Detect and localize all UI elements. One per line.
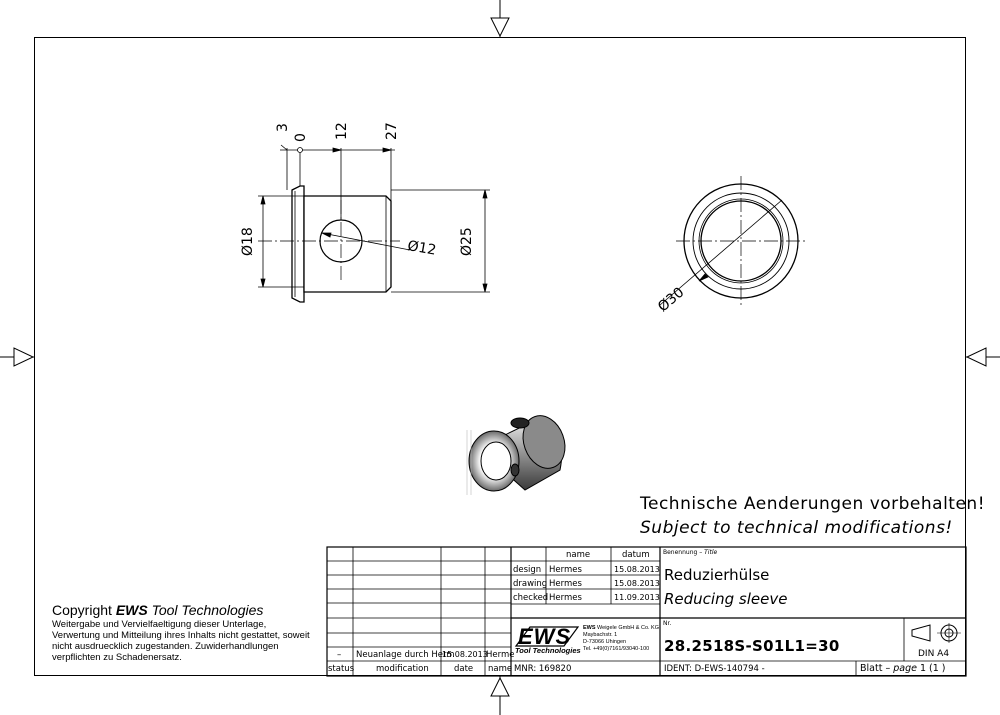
col-name: name [488, 664, 513, 674]
side-view [291, 185, 392, 303]
copyright-text: Weitergabe und Vervielfaeltigung dieser … [52, 619, 310, 663]
title-block-grid [326, 546, 967, 677]
title-german: Reduzierhülse [664, 566, 770, 584]
col-modification: modification [376, 664, 429, 674]
drawing-number: 28.2518S-S01L1=30 [664, 637, 840, 655]
revision-date: 15.08.2013 [442, 650, 488, 659]
front-view-centerlines [676, 176, 806, 306]
side-view-dimensions [258, 144, 490, 293]
title-english: Reducing sleeve [664, 590, 788, 608]
ident: IDENT: D-EWS-140794 - [664, 664, 765, 674]
approval-role: checked [513, 593, 549, 603]
paper-format: DIN A4 [918, 649, 950, 659]
ews-logo: EWS [518, 624, 572, 649]
approval-name: Hermes [549, 565, 582, 575]
approvals-col-name: name [566, 550, 591, 560]
front-view-dimension [659, 199, 783, 306]
revision-modification: Neuanlage durch Herm [356, 650, 455, 660]
mnr: MNR: 169820 [514, 664, 572, 674]
title-label: Benennung – Title [663, 549, 718, 556]
company-address: EWS Weigele GmbH & Co. KG Maybachstr. 1 … [583, 625, 660, 652]
projection-symbol [911, 623, 961, 643]
revision-index: – [337, 650, 342, 660]
note-german: Technische Aenderungen vorbehalten! [640, 494, 986, 514]
approval-role: design [513, 565, 542, 575]
ews-logo-mark [514, 626, 580, 647]
approvals-col-date: datum [622, 550, 650, 560]
col-status: status [328, 664, 355, 674]
approval-date: 11.09.2013 [614, 593, 660, 602]
ews-logo-sub: Tool Technologies [515, 646, 581, 655]
dim-27: 27 [384, 122, 400, 140]
approval-name: Hermes [549, 579, 582, 589]
iso-view [466, 415, 566, 495]
copyright-title: Copyright EWS Tool Technologies [52, 602, 264, 618]
dim-d18: Ø18 [240, 227, 256, 256]
revision-name: Herme [486, 650, 515, 660]
note-english: Subject to technical modifications! [640, 518, 953, 538]
dim-0: 0 [293, 133, 309, 142]
dim-3: 3 [275, 123, 291, 132]
approval-date: 15.08.2013 [614, 579, 660, 588]
sheet-info: Blatt – page 1 (1 ) [860, 663, 946, 674]
approval-date: 15.08.2013 [614, 565, 660, 574]
approval-name: Hermes [549, 593, 582, 603]
number-label: Nr. [663, 620, 672, 627]
col-date: date [454, 664, 474, 674]
dim-12: 12 [334, 122, 350, 140]
approval-role: drawing [513, 579, 548, 589]
dim-d25: Ø25 [459, 227, 475, 256]
